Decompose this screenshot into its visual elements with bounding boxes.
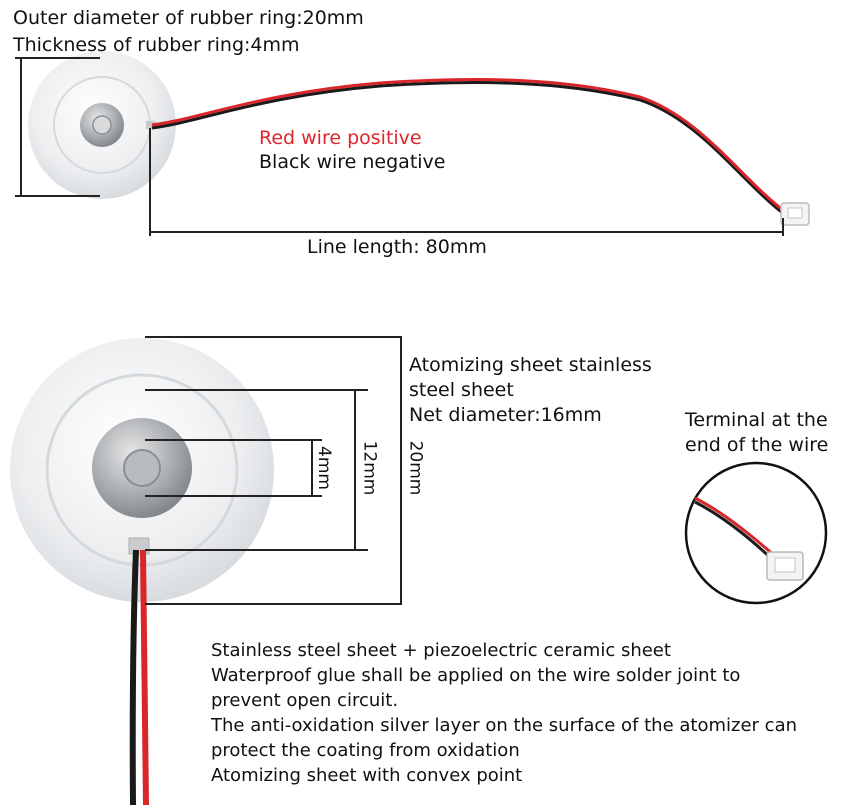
terminal-caption-line1: Terminal at the [685,409,828,431]
bottom-dimension-lines [145,336,402,605]
note-line: Atomizing sheet with convex point [211,765,523,786]
sheet-desc-line2: steel sheet [409,379,514,401]
dimension-20mm: 20mm [405,440,426,496]
note-line: The anti-oxidation silver layer on the s… [211,715,798,736]
outer-diameter-label: Outer diameter of rubber ring:20mm [13,7,364,29]
note-line: prevent open circuit. [211,690,399,711]
terminal-zoom [684,461,828,605]
dimension-4mm: 4mm [313,446,334,490]
thickness-label: Thickness of rubber ring:4mm [13,34,300,56]
terminal-caption-line2: end of the wire [685,434,829,456]
top-dimension-lines [15,57,784,236]
note-line: protect the coating from oxidation [211,740,520,761]
top-disc [28,51,176,199]
black-wire-label: Black wire negative [259,151,446,173]
top-wire [151,78,810,226]
bottom-wire [129,549,149,806]
large-disc [10,338,274,602]
note-line: Waterproof glue shall be applied on the … [211,665,741,686]
sheet-desc-line1: Atomizing sheet stainless [409,354,652,376]
note-line: Stainless steel sheet + piezoelectric ce… [211,640,671,661]
red-wire-label: Red wire positive [259,127,422,149]
line-length-label: Line length: 80mm [307,236,487,258]
dimension-12mm: 12mm [359,440,380,496]
sheet-desc-line3: Net diameter:16mm [409,404,602,426]
notes-block: Stainless steel sheet + piezoelectric ce… [211,638,797,788]
